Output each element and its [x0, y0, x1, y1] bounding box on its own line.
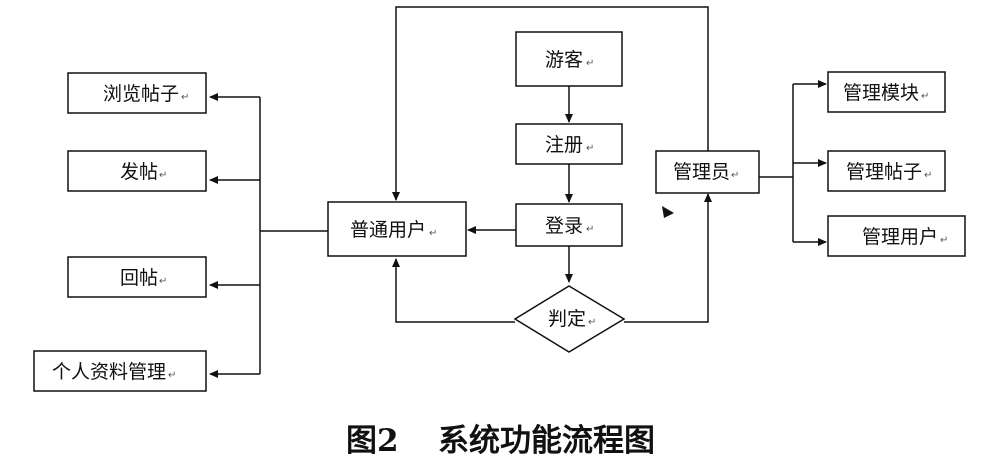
node-admin-box [655, 150, 760, 194]
node-module-manage-label: 管理模块 [843, 82, 919, 104]
paragraph-mark: ↵ [586, 224, 594, 235]
paragraph-mark: ↵ [924, 170, 932, 181]
node-normal-user-label: 普通用户 [350, 219, 426, 241]
node-profile-label: 个人资料管理 [52, 361, 166, 383]
paragraph-mark: ↵ [181, 92, 189, 103]
paragraph-mark: ↵ [429, 228, 437, 239]
connector-lines [209, 6, 827, 378]
node-browse-box [67, 72, 207, 114]
node-reply-box [67, 256, 207, 298]
node-register-label: 注册 [545, 134, 583, 156]
paragraph-mark: ↵ [586, 58, 594, 69]
node-login-label: 登录 [545, 215, 583, 237]
node-judge-label: 判定 [548, 308, 586, 330]
edge-judge-admin [624, 193, 712, 323]
node-guest-label: 游客 [545, 49, 583, 71]
nodes [33, 31, 966, 392]
caption-title: 系统功能流程图 [438, 423, 655, 459]
node-post-label: 发帖 [120, 161, 158, 183]
paragraph-mark: ↵ [159, 276, 167, 287]
paragraph-mark: ↵ [588, 317, 596, 328]
paragraph-mark: ↵ [159, 170, 167, 181]
node-register-box [515, 123, 623, 165]
edge-judge-normal-user [392, 258, 515, 323]
node-profile-box [33, 350, 207, 392]
paragraph-mark: ↵ [731, 170, 739, 181]
node-post-manage-label: 管理帖子 [846, 161, 922, 183]
node-labels: 游客 ↵ 注册 ↵ 登录 ↵ 判定 ↵ 普通用户 ↵ 管理员 ↵ 浏览帖子 ↵ … [52, 49, 948, 383]
caption-label: 图2 [346, 423, 399, 459]
node-reply-label: 回帖 [120, 267, 158, 289]
edge-admin-normal-user-loop [392, 6, 709, 201]
node-post-box [67, 150, 207, 192]
paragraph-mark: ↵ [586, 143, 594, 154]
node-judge-diamond [513, 285, 626, 353]
figure-caption: 图2 系统功能流程图 [346, 423, 655, 459]
paragraph-mark: ↵ [940, 235, 948, 246]
node-post-manage-box [827, 150, 946, 192]
paragraph-mark: ↵ [921, 91, 929, 102]
node-guest-box [515, 31, 623, 87]
stray-arrowhead [662, 206, 674, 218]
node-normal-user-box [327, 201, 467, 257]
node-user-manage-label: 管理用户 [862, 226, 938, 248]
node-module-manage-box [827, 71, 946, 113]
node-browse-label: 浏览帖子 [103, 83, 179, 105]
node-login-box [515, 203, 623, 247]
paragraph-mark: ↵ [168, 370, 176, 381]
node-user-manage-box [827, 215, 966, 257]
node-admin-label: 管理员 [673, 161, 730, 183]
